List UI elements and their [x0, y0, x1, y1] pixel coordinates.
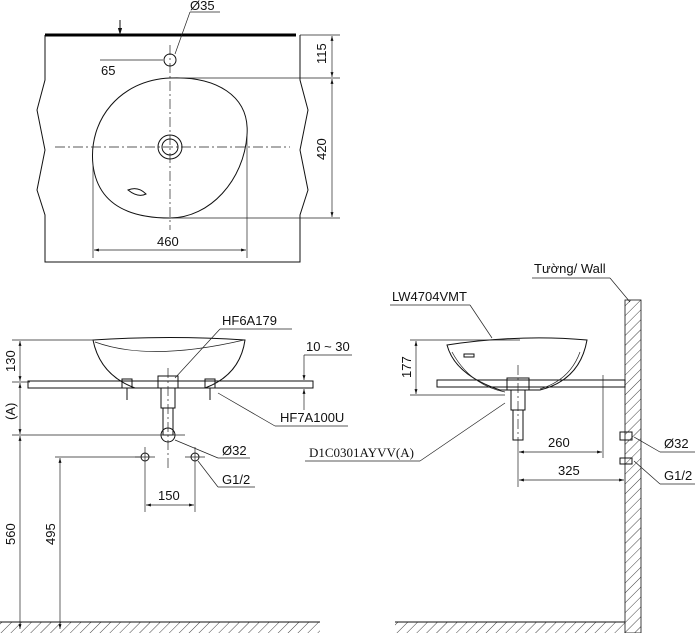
wall	[624, 299, 642, 633]
dim-floor-label: 560	[3, 523, 18, 545]
countertop-side	[436, 379, 626, 388]
mount-bolt-left	[121, 378, 133, 400]
hole-offset-label: 65	[101, 63, 115, 78]
mount-part-label: HF7A100U	[280, 410, 344, 425]
wall-label: Tường/ Wall	[534, 261, 606, 276]
dim-width-label: 460	[157, 234, 179, 249]
dim-bowl-wall-label: 325	[558, 463, 580, 478]
dim-bowl-height-label: 130	[3, 350, 18, 372]
drain-part-label: HF6A179	[222, 313, 277, 328]
dim-back-label: 115	[314, 43, 329, 64]
hole-diameter-label: Ø35	[190, 0, 215, 13]
model-label: LW4704VMT	[392, 289, 467, 304]
countertop	[27, 380, 314, 389]
dim-a-label: (A)	[3, 403, 18, 420]
basin-outline	[91, 77, 248, 219]
supply-spacing-label: 150	[158, 488, 180, 503]
mount-bolt-right	[204, 378, 216, 400]
side-supply-thread-label: G1/2	[664, 468, 692, 483]
thickness-label: 10 ~ 30	[306, 339, 350, 354]
dim-drain-wall-label: 260	[548, 435, 570, 450]
drain-inner	[161, 138, 179, 156]
dim-depth-label: 420	[314, 138, 329, 160]
countertop-outline	[36, 35, 309, 263]
dim-supply-height-label: 495	[43, 523, 58, 545]
front-view: 150 130 (A) 560 495 10 ~ 30 HF6A179 HF7A…	[0, 313, 352, 633]
supply-thread-label: G1/2	[222, 472, 250, 487]
pipe-diameter-label: Ø32	[222, 443, 247, 458]
bowl-side	[446, 337, 588, 391]
faucet-hole	[163, 53, 177, 67]
bowl	[92, 337, 246, 389]
trap-part-label: D1C0301AYVV(A)	[309, 445, 414, 460]
drain-outer	[157, 134, 183, 160]
overflow-slot	[127, 188, 147, 196]
side-pipe-diameter-label: Ø32	[664, 436, 689, 451]
top-view: Ø35 65 115 420 460	[36, 0, 340, 263]
side-view: 177 260 325 Tường/ Wall LW4704VMT D1C030…	[305, 261, 695, 633]
dim-height-label: 177	[399, 356, 414, 378]
